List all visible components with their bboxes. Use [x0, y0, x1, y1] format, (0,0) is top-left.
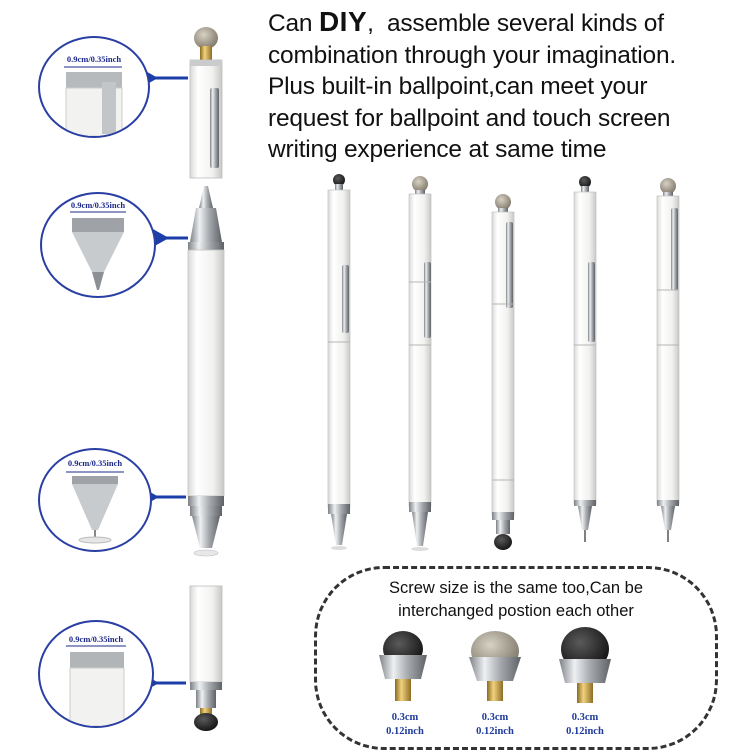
magnifier-ballpoint: 0.9cm/0.35inch — [40, 192, 156, 298]
tips-illustration — [379, 627, 611, 703]
headline-line-4: request for ballpoint and touch screen — [268, 104, 671, 132]
tip-size-2: 0.3cm 0.12inch — [465, 711, 525, 739]
tip-size-2-cm: 0.3cm — [481, 712, 509, 723]
headline-rest-first: , assemble several kinds of — [367, 10, 664, 37]
disc-tip-detail-icon — [66, 471, 124, 544]
callout-measure-1: 0.9cm/0.35inch — [66, 54, 122, 64]
tip-size-1: 0.3cm 0.12inch — [375, 711, 435, 739]
tip-size-1-cm: 0.3cm — [391, 712, 419, 723]
headline: Can DIY, assemble several kinds of combi… — [268, 6, 738, 166]
magnifier-disc-tip: 0.9cm/0.35inch — [38, 448, 152, 552]
callout-measure-4: 0.9cm/0.35inch — [68, 634, 124, 644]
bottom-cap-detail-icon — [66, 645, 126, 726]
magnifier-rubber-cap: 0.9cm/0.35inch — [38, 620, 154, 728]
assembled-pen-1 — [327, 174, 351, 550]
screw-box-text: Screw size is the same too,Can be interc… — [317, 577, 715, 623]
headline-line-2: combination through your imagination. — [268, 41, 676, 69]
headline-prefix: Can — [268, 10, 319, 37]
cap-detail-icon — [64, 66, 123, 136]
callout-measure-2: 0.9cm/0.35inch — [70, 200, 126, 210]
exploded-top-cap — [189, 27, 223, 179]
screw-box-line-2: interchanged postion each other — [398, 602, 634, 620]
magnifier-mesh-cap: 0.9cm/0.35inch — [38, 36, 150, 138]
assembled-pen-4 — [573, 176, 597, 542]
exploded-main-body — [187, 186, 225, 557]
assembled-pen-2 — [408, 176, 432, 551]
tip-size-3-cm: 0.3cm — [571, 712, 599, 723]
tip-size-2-inch: 0.12inch — [476, 726, 514, 737]
headline-diy: DIY — [318, 6, 368, 37]
headline-line-3: Plus built-in ballpoint,can meet your — [268, 73, 648, 100]
assembled-pen-5 — [656, 178, 680, 542]
assembled-pen-3 — [491, 194, 515, 550]
tip-mesh — [469, 631, 521, 701]
headline-line-5: writing experience at same time — [268, 136, 607, 163]
ballpoint-detail-icon — [70, 211, 126, 290]
screw-box-line-1: Screw size is the same too,Can be — [388, 579, 644, 597]
screw-size-box: Screw size is the same too,Can be interc… — [314, 566, 718, 750]
tip-black-fiber — [559, 627, 611, 703]
callout-measure-3: 0.9cm/0.35inch — [67, 458, 123, 468]
exploded-bottom-cap — [189, 585, 223, 731]
headline-line-1: Can DIY, assemble several kinds of — [268, 6, 738, 40]
tip-rubber — [379, 631, 427, 701]
tip-size-3-inch: 0.12inch — [566, 726, 604, 737]
tip-size-1-inch: 0.12inch — [386, 726, 424, 737]
tip-size-3: 0.3cm 0.12inch — [555, 711, 615, 739]
